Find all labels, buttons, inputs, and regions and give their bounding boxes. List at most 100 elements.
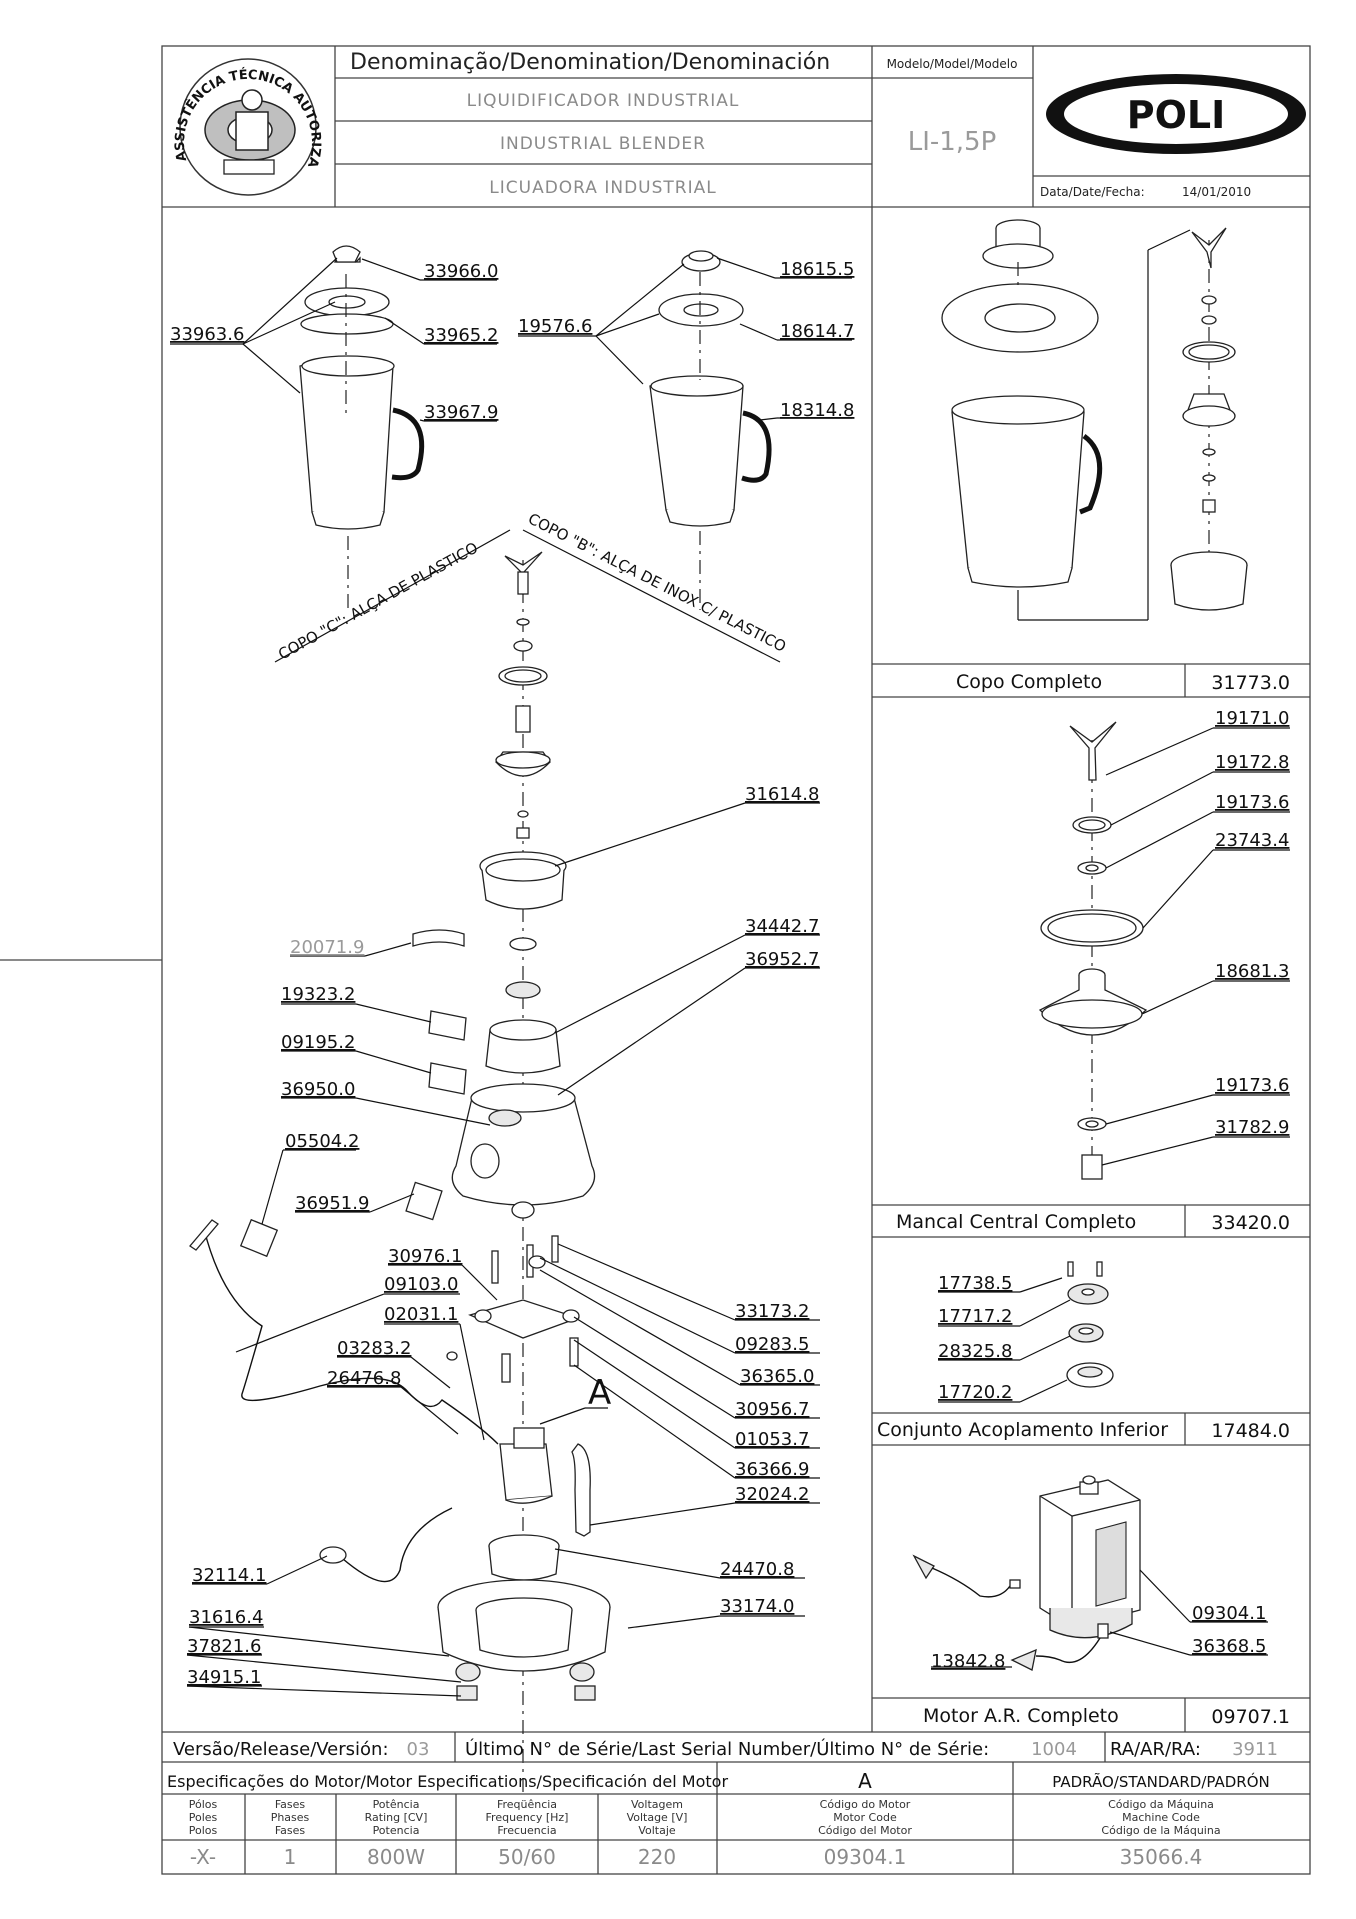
col-motor-code-label-es: Código del Motor	[818, 1824, 912, 1837]
col-voltage-label-en: Voltage [V]	[627, 1811, 688, 1824]
motor-spec-title: Especificações do Motor/Motor Especifica…	[167, 1772, 728, 1791]
ra-value: 3911	[1232, 1739, 1278, 1760]
callout-36951-9: 36951.9	[295, 1193, 369, 1214]
callout-26476-8: 26476.8	[327, 1368, 401, 1389]
callout-18615-5: 18615.5	[780, 259, 854, 280]
serial-label: Último N° de Série/Last Serial Number/Úl…	[465, 1738, 989, 1760]
col-phases-label-es: Fases	[275, 1824, 306, 1837]
col-frequency-label-pt: Freqüência	[497, 1798, 557, 1811]
motor-letter: A	[858, 1769, 872, 1793]
callout-19323-2: 19323.2	[281, 984, 355, 1005]
assembly-panels: Copo Completo 31773.0 Mancal Central Com…	[162, 207, 1310, 1733]
serial-value: 1004	[1031, 1739, 1077, 1760]
mancal-callout-19173-6-b: 19173.6	[1215, 1075, 1289, 1096]
denomination-title: Denominação/Denomination/Denominación	[350, 50, 830, 75]
poles-value: -X-	[190, 1845, 216, 1869]
callout-18314-8: 18314.8	[780, 400, 854, 421]
callout-09195-2: 09195.2	[281, 1032, 355, 1053]
jar-b-drawing	[649, 250, 772, 527]
product-name-pt: LIQUIDIFICADOR INDUSTRIAL	[467, 91, 740, 111]
callout-09283-5: 09283.5	[735, 1334, 809, 1355]
callout-30976-1: 30976.1	[388, 1246, 462, 1267]
callout-31614-8: 31614.8	[745, 784, 819, 805]
assembly-copo-name: Copo Completo	[956, 671, 1102, 693]
mancal-callout-19173-6-a: 19173.6	[1215, 792, 1289, 813]
title-block: ASSISTÊNCIA TÉCNICA AUTORIZADA Denominaç…	[0, 0, 1310, 208]
callout-36365-0: 36365.0	[740, 1366, 814, 1387]
col-frequency-label-es: Frecuencia	[497, 1824, 556, 1837]
callout-24470-8: 24470.8	[720, 1559, 794, 1580]
callout-34442-7: 34442.7	[745, 916, 819, 937]
machine-code-value: 35066.4	[1120, 1845, 1203, 1869]
col-motor-code-label-en: Motor Code	[833, 1811, 897, 1824]
col-voltage-label-pt: Voltagem	[631, 1798, 683, 1811]
jar-c-drawing	[299, 245, 425, 530]
mancal-callout-18681-3: 18681.3	[1215, 961, 1289, 982]
motor-callout-13842-8: 13842.8	[931, 1651, 1005, 1672]
copo-b-label: COPO "B": ALÇA DE INOX C/ PLASTICO	[525, 510, 789, 656]
callout-02031-1: 02031.1	[384, 1304, 458, 1325]
callout-33174-0: 33174.0	[720, 1596, 794, 1617]
col-frequency-label-en: Frequency [Hz]	[486, 1811, 569, 1824]
motor-spec-table: Especificações do Motor/Motor Especifica…	[162, 1762, 1310, 1874]
col-motor-code-label-pt: Código do Motor	[820, 1798, 911, 1811]
col-voltage-label-es: Voltaje	[638, 1824, 676, 1837]
callout-36952-7: 36952.7	[745, 949, 819, 970]
model-value: LI-1,5P	[908, 127, 997, 157]
callout-32024-2: 32024.2	[735, 1484, 809, 1505]
rating-value: 800W	[367, 1845, 425, 1869]
callout-31616-4: 31616.4	[189, 1607, 263, 1628]
callout-05504-2: 05504.2	[285, 1131, 359, 1152]
model-title: Modelo/Model/Modelo	[887, 57, 1018, 71]
version-value: 03	[407, 1739, 430, 1760]
standard-label: PADRÃO/STANDARD/PADRÓN	[1052, 1772, 1270, 1791]
acop-callout-17717-2: 17717.2	[938, 1306, 1012, 1327]
mancal-central-drawing: 19171.0 19172.8 19173.6 23743.4 18681.3 …	[1038, 708, 1290, 1180]
col-rating-label-en: Rating [CV]	[365, 1811, 428, 1824]
callout-33963-6: 33963.6	[170, 324, 244, 345]
col-machine-code-label-pt: Código da Máquina	[1108, 1798, 1214, 1811]
mancal-callout-23743-4: 23743.4	[1215, 830, 1289, 851]
col-poles-label-es: Polos	[189, 1824, 218, 1837]
phases-value: 1	[284, 1845, 297, 1869]
date-value: 14/01/2010	[1182, 185, 1251, 199]
ra-label: RA/AR/RA:	[1110, 1739, 1201, 1760]
callout-01053-7: 01053.7	[735, 1429, 809, 1450]
release-row: Versão/Release/Versión: 03 Último N° de …	[162, 1732, 1310, 1763]
voltage-value: 220	[638, 1845, 676, 1869]
detail-letter-a: A	[588, 1373, 611, 1413]
acop-callout-28325-8: 28325.8	[938, 1341, 1012, 1362]
assembly-acoplamento-name: Conjunto Acoplamento Inferior	[877, 1419, 1168, 1441]
assembly-copo-code: 31773.0	[1211, 672, 1290, 694]
copo-c-label: COPO "C": ALÇA DE PLASTICO	[275, 539, 481, 664]
col-machine-code-label-en: Machine Code	[1122, 1811, 1200, 1824]
callout-33967-9: 33967.9	[424, 402, 498, 423]
col-poles-label-pt: Pólos	[189, 1798, 218, 1811]
product-name-es: LICUADORA INDUSTRIAL	[489, 178, 716, 198]
motor-callout-09304-1: 09304.1	[1192, 1603, 1266, 1624]
motor-callout-36368-5: 36368.5	[1192, 1636, 1266, 1657]
col-machine-code-label-es: Código de la Máquina	[1101, 1824, 1220, 1837]
mancal-callout-19171-0: 19171.0	[1215, 708, 1289, 729]
callout-09103-0: 09103.0	[384, 1274, 458, 1295]
assembly-mancal-name: Mancal Central Completo	[896, 1211, 1136, 1233]
callout-18614-7: 18614.7	[780, 321, 854, 342]
callout-36950-0: 36950.0	[281, 1079, 355, 1100]
assembly-acoplamento-code: 17484.0	[1211, 1420, 1290, 1442]
callout-03283-2: 03283.2	[337, 1338, 411, 1359]
col-rating-label-es: Potencia	[373, 1824, 420, 1837]
assembly-motor-name: Motor A.R. Completo	[923, 1705, 1119, 1727]
acop-callout-17720-2: 17720.2	[938, 1382, 1012, 1403]
col-poles-label-en: Poles	[189, 1811, 218, 1824]
brand-text: POLI	[1127, 93, 1226, 137]
assembly-motor-code: 09707.1	[1211, 1706, 1290, 1728]
poli-logo: POLI	[1046, 74, 1306, 154]
callout-30956-7: 30956.7	[735, 1399, 809, 1420]
mancal-callout-19172-8: 19172.8	[1215, 752, 1289, 773]
col-phases-label-pt: Fases	[275, 1798, 306, 1811]
main-exploded-view: COPO "C": ALÇA DE PLASTICO COPO "B": ALÇ…	[170, 245, 854, 1795]
callout-37821-6: 37821.6	[187, 1636, 261, 1657]
motor-code-value: 09304.1	[824, 1845, 907, 1869]
copo-completo-drawing	[941, 219, 1248, 621]
